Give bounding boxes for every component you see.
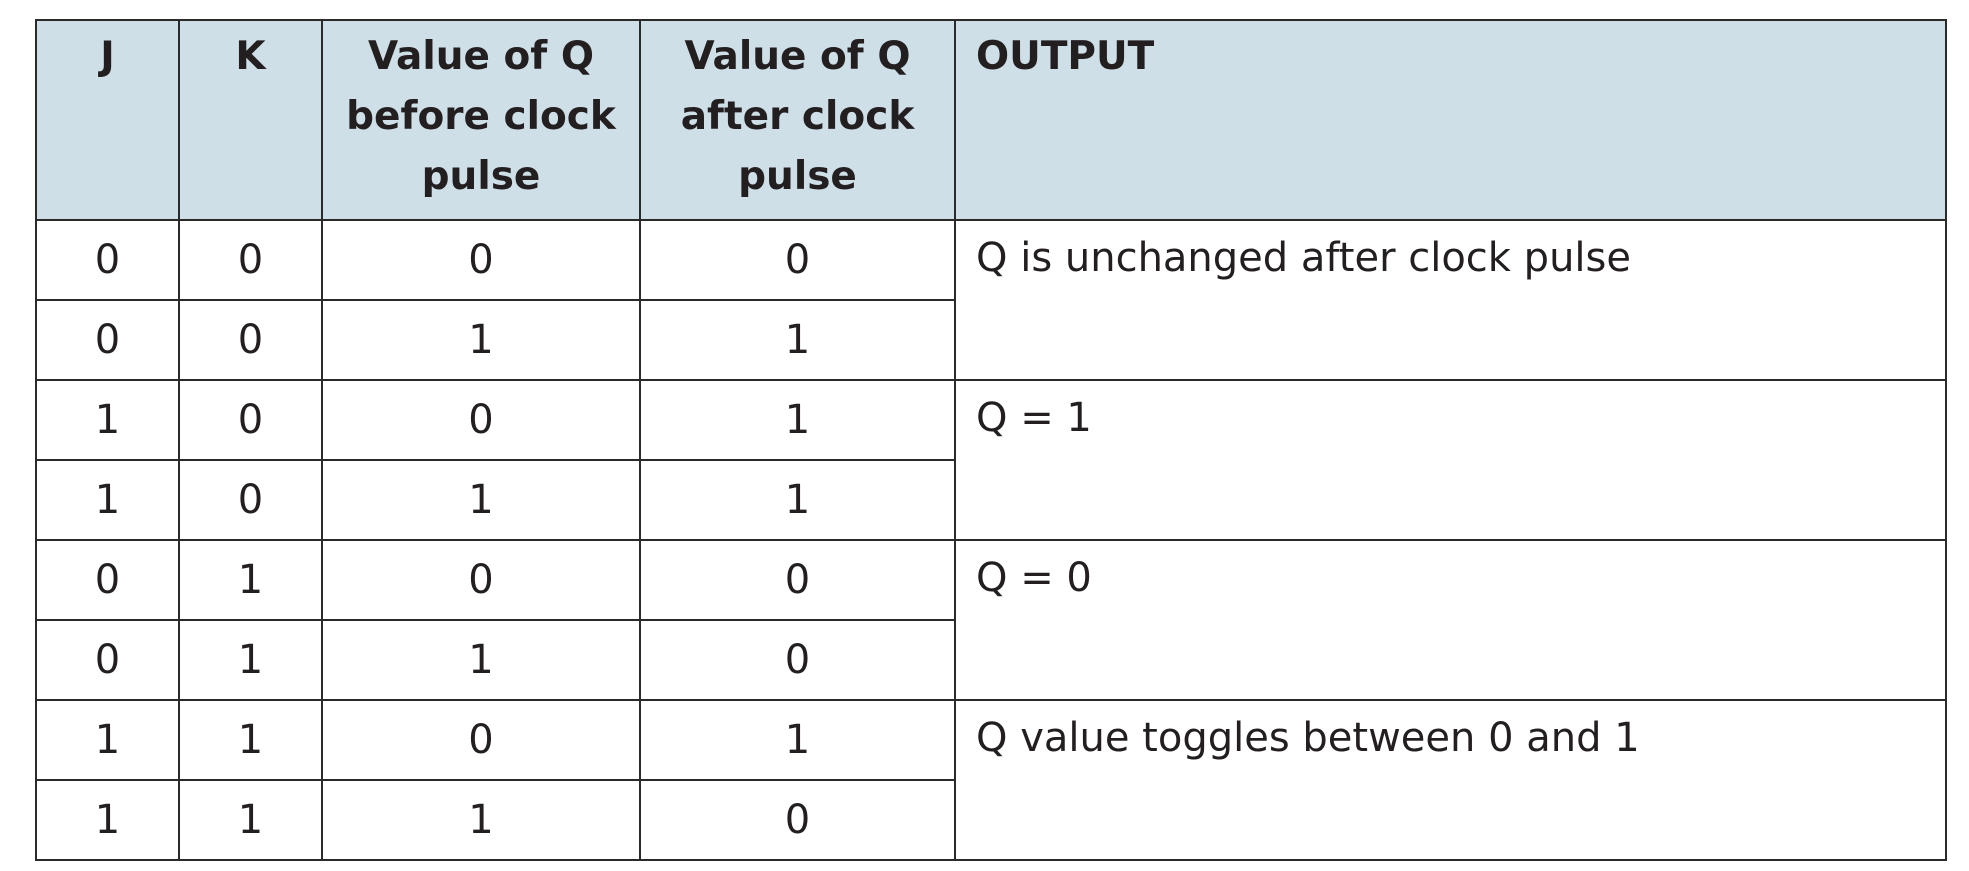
- cell-q-after: 1: [639, 379, 956, 461]
- table-row: 0 1 1 0: [35, 619, 1946, 701]
- header-q-after: Value of Q after clock pulse: [639, 19, 956, 221]
- cell-q-after: 0: [639, 779, 956, 861]
- header-k: K: [178, 19, 323, 221]
- cell-j: 0: [35, 539, 180, 621]
- table-header: J K Value of Q before clock pulse Value …: [35, 19, 1947, 221]
- table-body: 0 0 0 0 Q is unchanged after clock pulse…: [35, 219, 1947, 861]
- header-j: J: [35, 19, 180, 221]
- cell-k: 0: [178, 219, 323, 301]
- cell-q-after: 1: [639, 459, 956, 541]
- output-cell: Q is unchanged after clock pulse: [954, 219, 1947, 381]
- header-output: OUTPUT: [954, 19, 1947, 221]
- table-row: 1 0 0 1 Q = 1: [35, 379, 1947, 541]
- cell-k: 0: [178, 379, 323, 461]
- cell-q-before: 1: [321, 619, 641, 701]
- table-row: 0 0 1 1: [35, 299, 1946, 381]
- cell-j: 1: [35, 699, 180, 781]
- cell-k: 1: [178, 619, 323, 701]
- cell-k: 0: [178, 459, 323, 541]
- cell-q-before: 1: [321, 779, 641, 861]
- cell-q-before: 0: [321, 539, 641, 621]
- cell-j: 1: [35, 779, 180, 861]
- table-row: 0 0 0 0 Q is unchanged after clock pulse: [35, 219, 1947, 381]
- cell-k: 1: [178, 539, 323, 621]
- header-row: J K Value of Q before clock pulse Value …: [35, 19, 1947, 221]
- cell-q-before: 1: [321, 299, 641, 381]
- cell-j: 0: [35, 219, 180, 301]
- table-row: 1 1 0 1 Q value toggles between 0 and 1: [35, 699, 1947, 861]
- cell-q-after: 0: [639, 539, 956, 621]
- cell-j: 1: [35, 379, 180, 461]
- cell-k: 0: [178, 299, 323, 381]
- cell-q-before: 0: [321, 699, 641, 781]
- cell-k: 1: [178, 779, 323, 861]
- cell-q-before: 0: [321, 219, 641, 301]
- cell-q-after: 1: [639, 699, 956, 781]
- output-cell: Q = 0: [954, 539, 1947, 701]
- output-cell: Q = 1: [954, 379, 1947, 541]
- cell-q-before: 0: [321, 379, 641, 461]
- cell-q-after: 0: [639, 619, 956, 701]
- table-row: 1 1 1 0: [35, 779, 1946, 861]
- cell-k: 1: [178, 699, 323, 781]
- cell-q-after: 1: [639, 299, 956, 381]
- cell-j: 1: [35, 459, 180, 541]
- jk-flip-flop-truth-table: J K Value of Q before clock pulse Value …: [35, 19, 1947, 861]
- cell-q-before: 1: [321, 459, 641, 541]
- table-row: 0 1 0 0 Q = 0: [35, 539, 1947, 701]
- cell-j: 0: [35, 619, 180, 701]
- table-row: 1 0 1 1: [35, 459, 1946, 541]
- output-cell: Q value toggles between 0 and 1: [954, 699, 1947, 861]
- header-q-before: Value of Q before clock pulse: [321, 19, 641, 221]
- cell-j: 0: [35, 299, 180, 381]
- cell-q-after: 0: [639, 219, 956, 301]
